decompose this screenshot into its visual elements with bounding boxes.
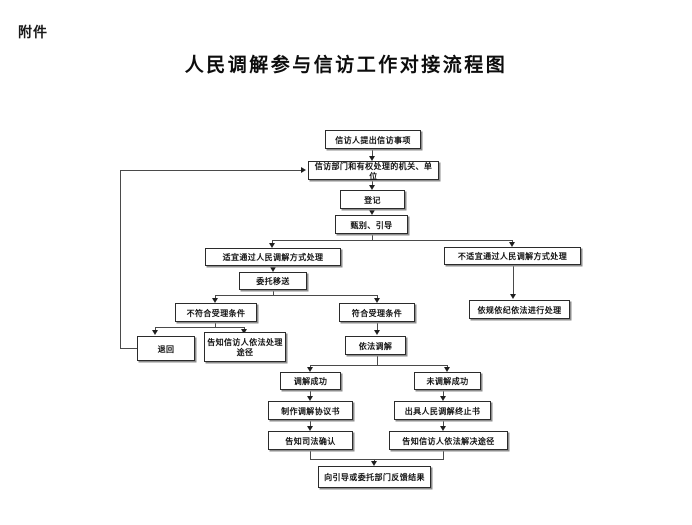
split-bar-lower-left (155, 327, 245, 328)
node-inform-judicial-confirmation[interactable]: 告知司法确认 (268, 431, 353, 450)
node-label: 出具人民调解终止书 (404, 405, 481, 416)
node-draft-mediation-agreement[interactable]: 制作调解协议书 (268, 401, 353, 420)
arrowhead-n2-n3 (369, 185, 375, 190)
node-label: 适宜通过人民调解方式处理 (222, 252, 324, 262)
arrowhead-n1-n2 (369, 156, 375, 161)
page-title: 人民调解参与信访工作对接流程图 (184, 54, 508, 76)
node-registration[interactable]: 登记 (340, 190, 405, 209)
node-petitioner-submits[interactable]: 信访人提出信访事项 (325, 130, 421, 149)
arrowhead-merge-n20 (371, 461, 377, 466)
arrowhead-n16-n18 (307, 426, 313, 431)
node-handle-by-rules-discipline-law[interactable]: 依规依纪依法进行处理 (469, 300, 570, 319)
node-label: 退回 (157, 343, 175, 354)
split-bar-mid (215, 295, 378, 296)
edge-n14-n16 (310, 390, 311, 396)
arrowhead-feedback-n2 (301, 167, 306, 173)
node-screening-guidance[interactable]: 甄别、引导 (335, 215, 408, 234)
edge-n10-n13 (377, 322, 378, 331)
edge-n4-split (372, 234, 373, 241)
edge-n19-merge (443, 450, 444, 459)
merge-bar-bottom (310, 459, 444, 460)
node-label: 向引导或委托部门反馈结果 (324, 472, 425, 482)
node-petition-dept-and-authority[interactable]: 信访部门和有权处理的机关、单位 (308, 160, 439, 181)
edge-n9-split (215, 322, 216, 327)
edge-n17-n19 (443, 420, 444, 426)
node-not-suitable-for-mediation[interactable]: 不适宜通过人民调解方式处理 (444, 247, 581, 265)
arrowhead-n13-n14 (307, 367, 313, 372)
edge-n1-n2 (372, 149, 373, 157)
node-label: 登记 (364, 194, 381, 205)
node-mediate-by-law[interactable]: 依法调解 (345, 336, 406, 355)
feedback-line-to-n2 (120, 170, 302, 171)
edge-n18-merge (310, 450, 311, 459)
arrowhead-n7-n10 (374, 298, 380, 303)
edge-split-left (272, 240, 273, 244)
node-label: 委托移送 (256, 276, 290, 286)
edge-n15-n17 (443, 390, 444, 396)
node-label: 告知司法确认 (285, 435, 336, 446)
edge-n2-n3 (372, 180, 373, 185)
node-inform-legal-handling-channels[interactable]: 告知信访人依法处理途径 (204, 332, 286, 362)
node-label: 甄别、引导 (350, 219, 393, 230)
node-not-meeting-acceptance-criteria[interactable]: 不符合受理条件 (175, 303, 257, 322)
node-label: 不符合受理条件 (186, 307, 246, 318)
arrowhead-n4-n6 (509, 242, 515, 247)
edge-split-n11 (155, 327, 156, 331)
edge-n7-split (273, 290, 274, 295)
node-return[interactable]: 退回 (137, 336, 195, 361)
edge-n16-n18 (310, 420, 311, 426)
node-label: 调解成功 (293, 376, 328, 386)
split-bar-bottom (310, 365, 448, 366)
arrowhead-n17-n19 (440, 426, 446, 431)
node-mediation-failed[interactable]: 未调解成功 (414, 372, 481, 390)
node-label: 告知信访人依法解决途径 (402, 435, 495, 446)
arrowhead-n10-n13 (374, 330, 380, 335)
attachment-label: 附件 (18, 25, 48, 41)
arrowhead-n15-n17 (440, 396, 446, 401)
feedback-line-from-n11 (120, 348, 138, 349)
node-mediation-succeeded[interactable]: 调解成功 (280, 372, 341, 390)
node-label: 信访部门和有权处理的机关、单位 (314, 160, 433, 181)
edge-n6-n8 (513, 265, 514, 294)
node-label: 依法调解 (358, 340, 393, 351)
node-meeting-acceptance-criteria[interactable]: 符合受理条件 (339, 303, 415, 322)
arrowhead-n14-n16 (307, 396, 313, 401)
feedback-line-vertical (120, 170, 121, 349)
arrowhead-n9-n12 (241, 329, 247, 334)
arrowhead-n4-n5 (269, 243, 275, 248)
arrowhead-n5-n7 (270, 267, 276, 272)
node-label: 告知信访人依法处理途径 (207, 337, 283, 357)
edge-split-n9 (215, 295, 216, 299)
node-issue-mediation-termination[interactable]: 出具人民调解终止书 (394, 401, 491, 420)
node-inform-legal-resolution-channels[interactable]: 告知信访人依法解决途径 (389, 431, 508, 450)
arrowhead-n3-n4 (369, 210, 375, 215)
node-label: 制作调解协议书 (281, 405, 340, 416)
node-entrust-transfer[interactable]: 委托移送 (239, 272, 307, 290)
edge-n13-split (377, 355, 378, 365)
node-label: 信访人提出信访事项 (335, 134, 411, 145)
arrowhead-n13-n15 (444, 367, 450, 372)
node-feedback-to-referring-department[interactable]: 向引导或委托部门反馈结果 (318, 466, 431, 488)
arrowhead-n9-n11 (152, 330, 158, 335)
split-bar-top (272, 240, 513, 241)
edge-split-n10 (377, 295, 378, 299)
node-label: 依规依纪依法进行处理 (477, 304, 562, 315)
node-suitable-for-mediation[interactable]: 适宜通过人民调解方式处理 (205, 248, 341, 266)
node-label: 不适宜通过人民调解方式处理 (457, 251, 568, 261)
arrowhead-n6-n8 (510, 294, 516, 299)
node-label: 未调解成功 (426, 376, 469, 386)
arrowhead-n7-n9 (212, 298, 218, 303)
node-label: 符合受理条件 (351, 307, 403, 318)
